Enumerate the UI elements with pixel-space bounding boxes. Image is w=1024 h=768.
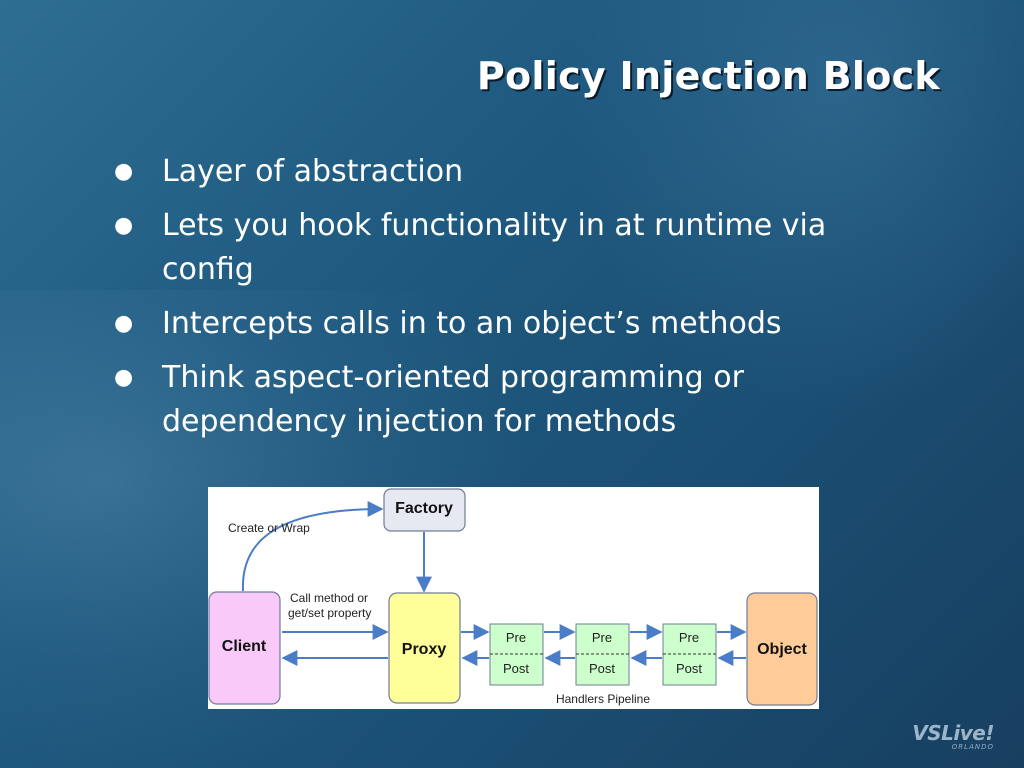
slide-title: Policy Injection Block bbox=[476, 54, 940, 98]
bullet-text: Layer of abstraction bbox=[162, 154, 464, 189]
handler-pre-label: Pre bbox=[592, 630, 612, 645]
pipeline-diagram-svg: Factory Client Proxy Object Pre Post Pre… bbox=[208, 488, 818, 706]
call-method-label: get/set property bbox=[288, 606, 371, 620]
bullet-item: ● Layer of abstraction bbox=[110, 150, 910, 194]
object-label: Object bbox=[757, 641, 807, 658]
bullet-item: ● Intercepts calls in to an object’s met… bbox=[110, 302, 910, 346]
handler-post-label: Post bbox=[676, 661, 702, 676]
handler-pre-label: Pre bbox=[679, 630, 699, 645]
call-method-label: Call method or bbox=[290, 591, 368, 605]
bullet-dot-icon: ● bbox=[114, 159, 134, 184]
background-glow bbox=[560, 0, 1024, 420]
handler-pre-label: Pre bbox=[506, 630, 526, 645]
bullet-text: Intercepts calls in to an object’s metho… bbox=[162, 306, 782, 341]
handlers-pipeline-label: Handlers Pipeline bbox=[556, 692, 650, 706]
bullet-text: Think aspect-oriented programming or dep… bbox=[162, 360, 744, 439]
client-box bbox=[208, 591, 281, 705]
logo-main-text: VSLive! bbox=[912, 721, 994, 745]
proxy-label: Proxy bbox=[402, 641, 447, 658]
factory-label: Factory bbox=[395, 500, 453, 517]
bullet-item: ● Lets you hook functionality in at runt… bbox=[110, 204, 910, 292]
vslive-logo: VSLive! ORLANDO bbox=[912, 723, 994, 752]
bullet-dot-icon: ● bbox=[114, 311, 134, 336]
bullet-list: ● Layer of abstraction ● Lets you hook f… bbox=[110, 150, 910, 454]
handler-post-label: Post bbox=[503, 661, 529, 676]
factory-box bbox=[383, 488, 466, 532]
bullet-text: Lets you hook functionality in at runtim… bbox=[162, 208, 827, 287]
bullet-dot-icon: ● bbox=[114, 365, 134, 390]
bullet-item: ● Think aspect-oriented programming or d… bbox=[110, 356, 910, 444]
object-box bbox=[746, 592, 818, 706]
create-or-wrap-label: Create or Wrap bbox=[228, 521, 310, 535]
client-label: Client bbox=[222, 638, 267, 655]
pipeline-diagram: Factory Client Proxy Object Pre Post Pre… bbox=[208, 487, 819, 709]
proxy-box bbox=[388, 592, 461, 704]
create-or-wrap-arrow bbox=[241, 501, 384, 592]
handler-post-label: Post bbox=[589, 661, 615, 676]
logo-sub-text: ORLANDO bbox=[951, 743, 994, 751]
bullet-dot-icon: ● bbox=[114, 213, 134, 238]
